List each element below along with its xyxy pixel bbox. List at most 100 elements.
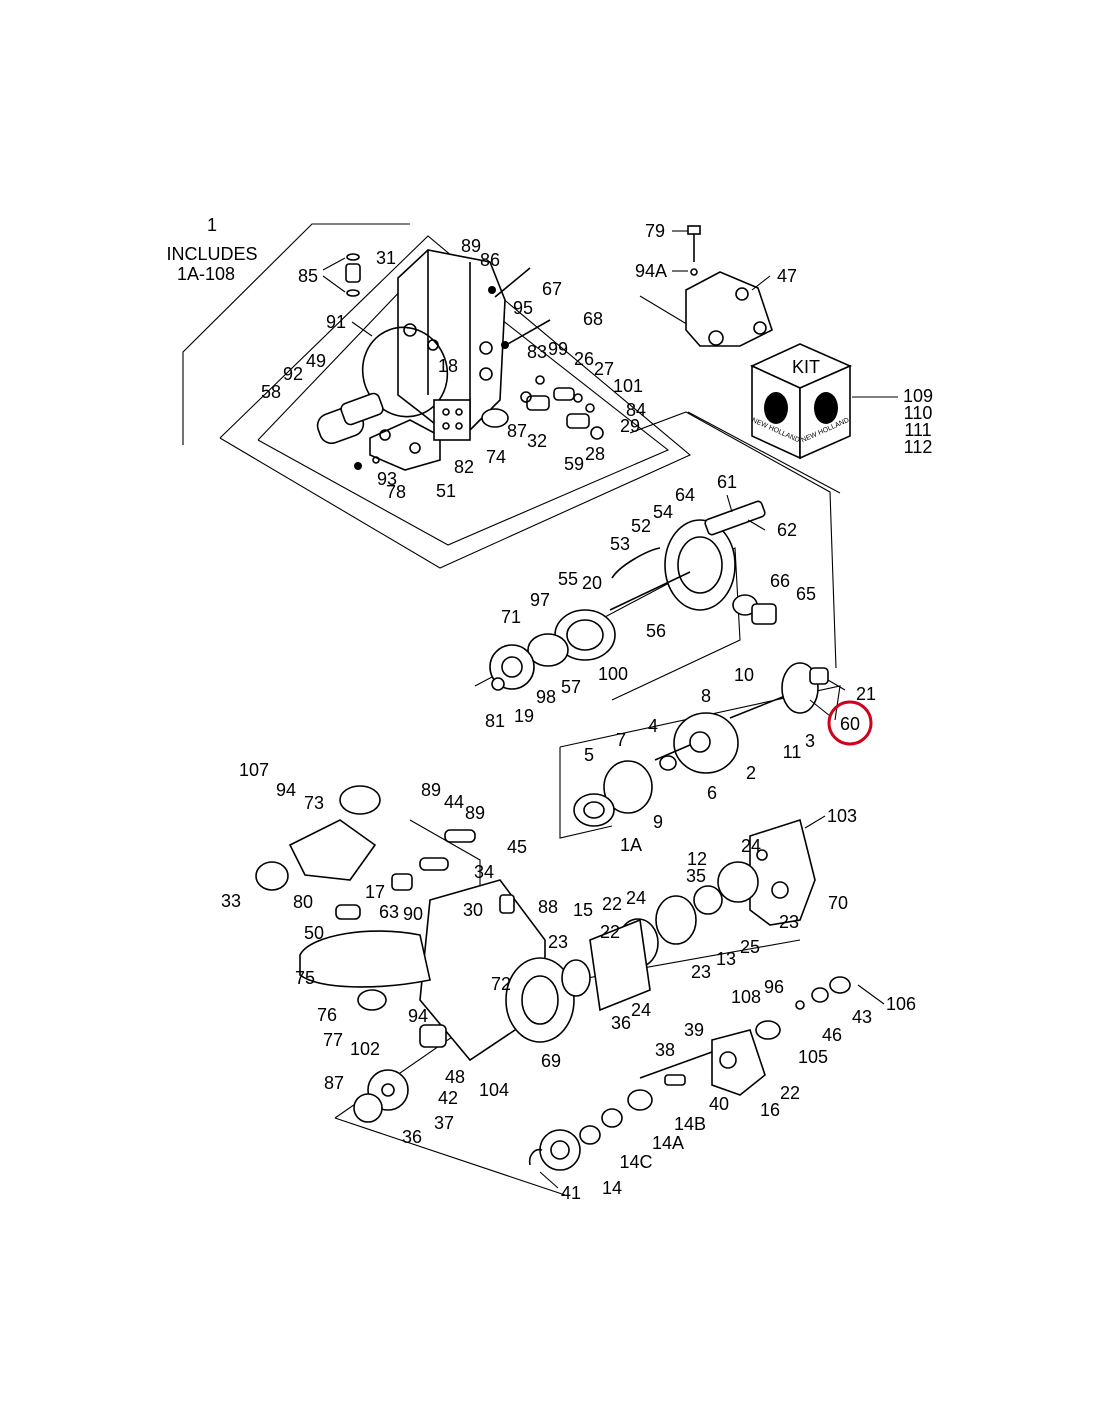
part-label: 94 [408, 1006, 428, 1026]
part-label: 56 [646, 621, 666, 641]
highlight-marker: 60 [827, 700, 873, 746]
part-label: 36 [402, 1127, 422, 1147]
part-label: 4 [648, 716, 658, 736]
part-label: 103 [827, 806, 857, 826]
part-label: 54 [653, 502, 673, 522]
part-label: 105 [798, 1047, 828, 1067]
includes-line-1: INCLUDES [166, 244, 257, 264]
part-label: 90 [403, 904, 423, 924]
part-label: 58 [261, 382, 281, 402]
leader-lines [322, 230, 898, 1189]
part-label: 85 [298, 266, 318, 286]
part-label: 82 [454, 457, 474, 477]
part-label: 14A [652, 1133, 684, 1153]
part-label: 38 [655, 1040, 675, 1060]
part-label: 94 [276, 780, 296, 800]
part-label: 59 [564, 454, 584, 474]
part-label: 83 [527, 342, 547, 362]
part-label: 93 [377, 469, 397, 489]
valve-block-51 [354, 419, 441, 471]
part-label: 91 [326, 312, 346, 332]
part-label: 77 [323, 1030, 343, 1050]
valve-47 [685, 225, 773, 347]
part-label: 104 [479, 1080, 509, 1100]
part-label: 3 [805, 731, 815, 751]
part-label: 69 [541, 1051, 561, 1071]
part-label: 70 [828, 893, 848, 913]
gear-pump-group [561, 818, 816, 1012]
part-label: 15 [573, 900, 593, 920]
part-label: 94A [635, 261, 667, 281]
part-label: 50 [304, 923, 324, 943]
part-label: 14C [619, 1152, 652, 1172]
part-label: 87 [324, 1073, 344, 1093]
part-label: 30 [463, 900, 483, 920]
part-label: 48 [445, 1067, 465, 1087]
part-label: 106 [886, 994, 916, 1014]
part-label: 24 [631, 1000, 651, 1020]
part-label: 39 [684, 1020, 704, 1040]
part-label: 68 [583, 309, 603, 329]
part-label: 13 [716, 949, 736, 969]
part-label: 29 [620, 416, 640, 436]
part-label: 55 [558, 569, 578, 589]
assembly-number: 1 [207, 215, 217, 235]
kit-label: KIT [792, 357, 820, 377]
part-label: 89 [461, 236, 481, 256]
part-label: 100 [598, 664, 628, 684]
part-label: 57 [561, 677, 581, 697]
part-label: 87 [507, 421, 527, 441]
part-label: 23 [548, 932, 568, 952]
part-label: 34 [474, 862, 494, 882]
part-label: 78 [386, 482, 406, 502]
part-label: 96 [764, 977, 784, 997]
part-label: 7 [616, 730, 626, 750]
part-label: 9 [653, 812, 663, 832]
part-label: 53 [610, 534, 630, 554]
part-label: 92 [283, 364, 303, 384]
part-label: 24 [741, 836, 761, 856]
part-label: 97 [530, 590, 550, 610]
part-label: 75 [295, 968, 315, 988]
highlight-circle [827, 700, 873, 746]
part-label: 27 [594, 359, 614, 379]
part-label: 28 [585, 444, 605, 464]
part-label: 23 [779, 912, 799, 932]
part-label: 102 [350, 1039, 380, 1059]
kit-box: KIT NEW HOLLAND NEW HOLLAND [750, 343, 852, 460]
part-label: 44 [444, 792, 464, 812]
part-label: 14 [602, 1178, 622, 1198]
kit-number: 111 [904, 420, 931, 440]
part-label: 95 [513, 298, 533, 318]
part-label: 74 [486, 447, 506, 467]
includes-line-2: 1A-108 [177, 264, 235, 284]
kit-number: 110 [904, 403, 933, 423]
part-label: 81 [485, 711, 505, 731]
part-label: 17 [365, 882, 385, 902]
pump-mid-assembly [489, 500, 777, 691]
part-label: 47 [777, 266, 797, 286]
part-label: 19 [514, 706, 534, 726]
part-label: 67 [542, 279, 562, 299]
manifold-82 [433, 399, 509, 441]
part-label: 37 [434, 1113, 454, 1133]
part-label: 1A [620, 835, 642, 855]
part-label: 22 [602, 894, 622, 914]
part-label: 45 [507, 837, 527, 857]
part-label: 21 [856, 684, 876, 704]
part-label: 65 [796, 584, 816, 604]
part-label: 51 [436, 481, 456, 501]
kit-number: 109 [903, 386, 933, 406]
fitting-31 [345, 253, 361, 297]
part-label: 89 [465, 803, 485, 823]
part-label: 35 [686, 866, 706, 886]
kit-number: 112 [904, 437, 933, 457]
part-label: 71 [501, 607, 521, 627]
charge-pump-gears [353, 1024, 447, 1123]
part-label: 52 [631, 516, 651, 536]
part-label: 11 [783, 742, 802, 762]
part-label: 89 [421, 780, 441, 800]
lower-housing [255, 785, 575, 1062]
part-label: 16 [760, 1100, 780, 1120]
